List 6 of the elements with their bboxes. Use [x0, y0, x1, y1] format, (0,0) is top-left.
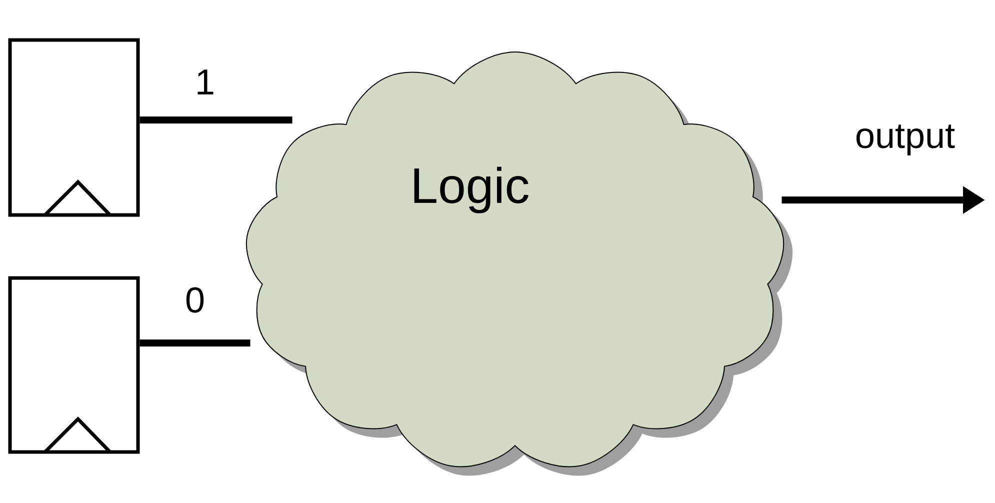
wire-line [140, 340, 250, 346]
flip-flop-box [8, 38, 140, 217]
edge-label: 0 [186, 287, 204, 313]
flip-flop-box [8, 276, 140, 454]
edge-label: output [856, 124, 955, 156]
edge-label: 1 [198, 70, 214, 94]
